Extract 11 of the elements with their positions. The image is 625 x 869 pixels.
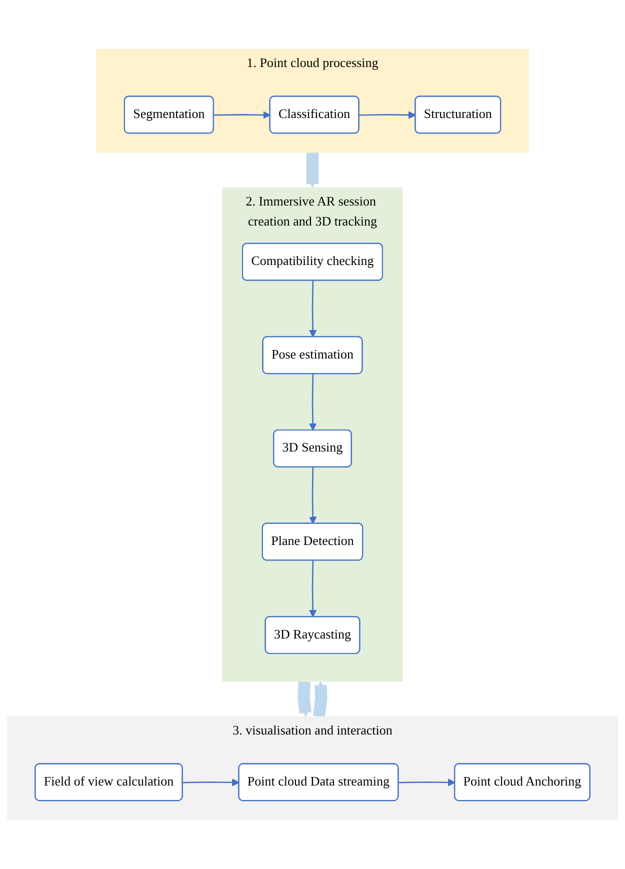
arrow: [298, 681, 312, 717]
arrow: [309, 280, 317, 338]
arrow: [182, 778, 240, 786]
arrow: [306, 152, 319, 188]
arrow: [398, 778, 456, 786]
arrow: [309, 467, 317, 524]
arrow: [309, 560, 317, 618]
arrow: [214, 111, 271, 119]
arrow: [359, 111, 416, 119]
arrow: [312, 681, 328, 718]
arrow: [309, 374, 317, 431]
